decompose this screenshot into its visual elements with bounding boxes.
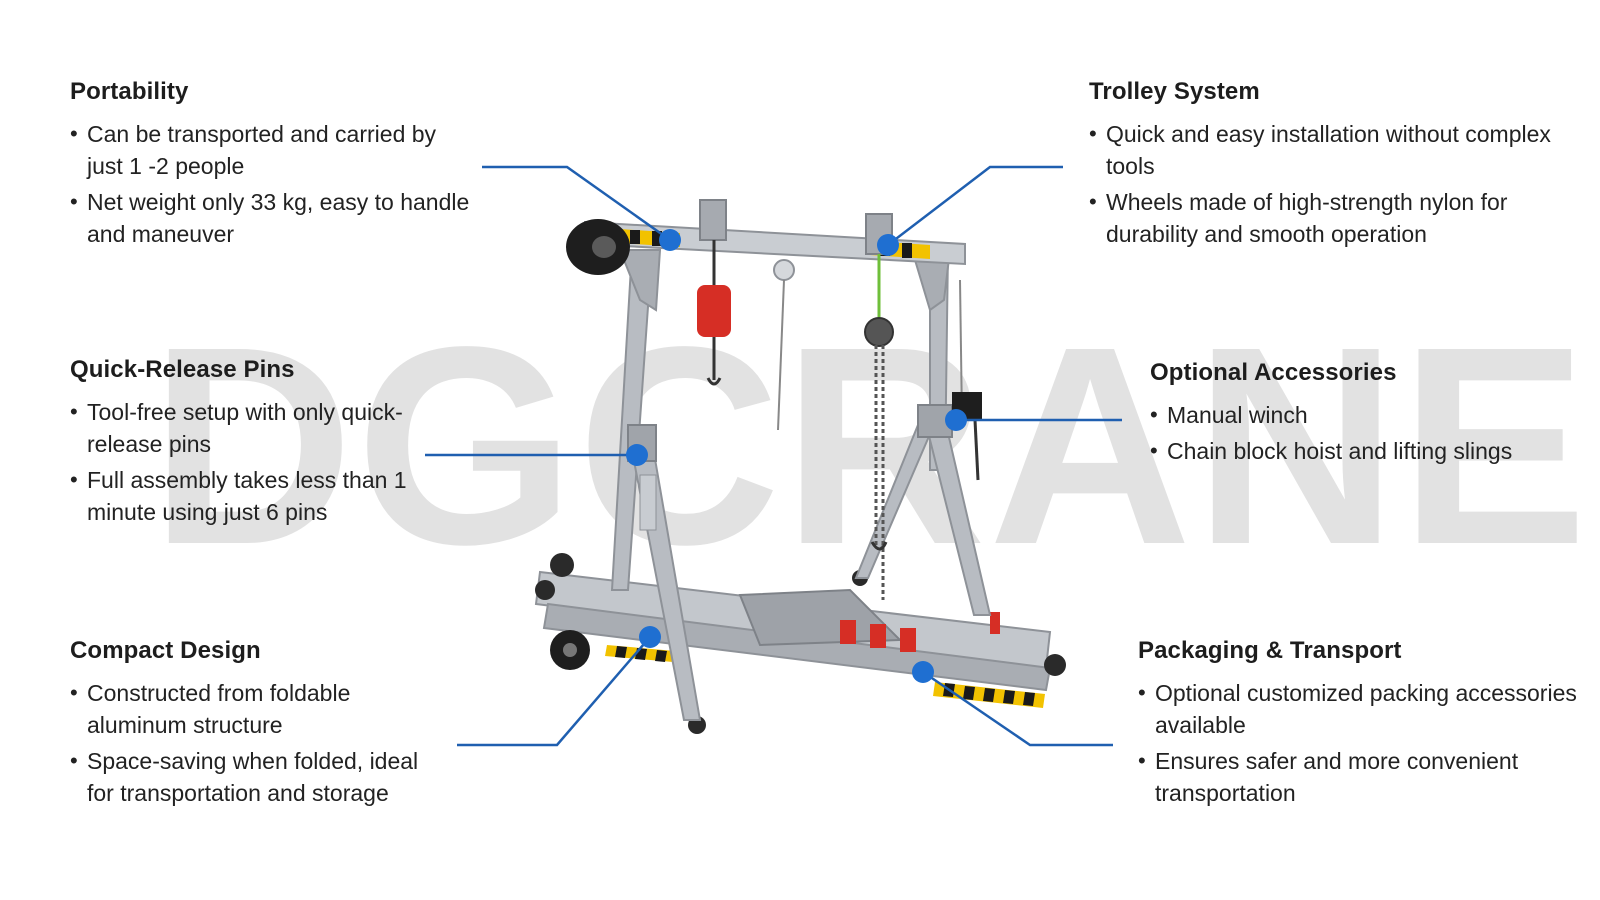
frame-legs xyxy=(610,249,992,721)
feature-title: Trolley System xyxy=(1089,78,1260,105)
feature-item: Full assembly takes less than 1 minute u… xyxy=(70,464,440,528)
feature-list: Manual winch Chain block hoist and lifti… xyxy=(1150,399,1570,467)
feature-quick-release-pins: Quick-Release Pins Tool-free setup with … xyxy=(70,356,440,532)
feature-portability: Portability Can be transported and carri… xyxy=(70,78,470,254)
feature-item: Manual winch xyxy=(1150,399,1570,431)
feature-trolley-system: Trolley System Quick and easy installati… xyxy=(1089,78,1559,254)
feature-compact-design: Compact Design Constructed from foldable… xyxy=(70,637,450,813)
feature-list: Quick and easy installation without comp… xyxy=(1089,118,1559,250)
feature-item: Wheels made of high-strength nylon for d… xyxy=(1089,186,1559,250)
feature-item: Optional customized packing accessories … xyxy=(1138,677,1578,741)
feature-list: Optional customized packing accessories … xyxy=(1138,677,1578,809)
red-hoist xyxy=(697,240,731,386)
manual-winch xyxy=(952,392,982,481)
feature-item: Space-saving when folded, ideal for tran… xyxy=(70,745,450,809)
feature-title: Quick-Release Pins xyxy=(70,356,295,383)
feature-title: Portability xyxy=(70,78,189,105)
feature-title: Compact Design xyxy=(70,637,261,664)
feature-optional-accessories: Optional Accessories Manual winch Chain … xyxy=(1150,359,1570,471)
feature-list: Tool-free setup with only quick-release … xyxy=(70,396,440,528)
feature-item: Can be transported and carried by just 1… xyxy=(70,118,470,182)
feature-item: Constructed from foldable aluminum struc… xyxy=(70,677,450,741)
feature-list: Can be transported and carried by just 1… xyxy=(70,118,470,250)
feature-title: Optional Accessories xyxy=(1150,359,1397,386)
feature-packaging-transport: Packaging & Transport Optional customize… xyxy=(1138,637,1578,813)
beam-wheel xyxy=(566,219,630,275)
feature-item: Ensures safer and more convenient transp… xyxy=(1138,745,1578,809)
feature-item: Net weight only 33 kg, easy to handle an… xyxy=(70,186,470,250)
feature-item: Tool-free setup with only quick-release … xyxy=(70,396,440,460)
feature-title: Packaging & Transport xyxy=(1138,637,1402,664)
feature-item: Quick and easy installation without comp… xyxy=(1089,118,1559,182)
feature-item: Chain block hoist and lifting slings xyxy=(1150,435,1570,467)
feature-list: Constructed from foldable aluminum struc… xyxy=(70,677,450,809)
